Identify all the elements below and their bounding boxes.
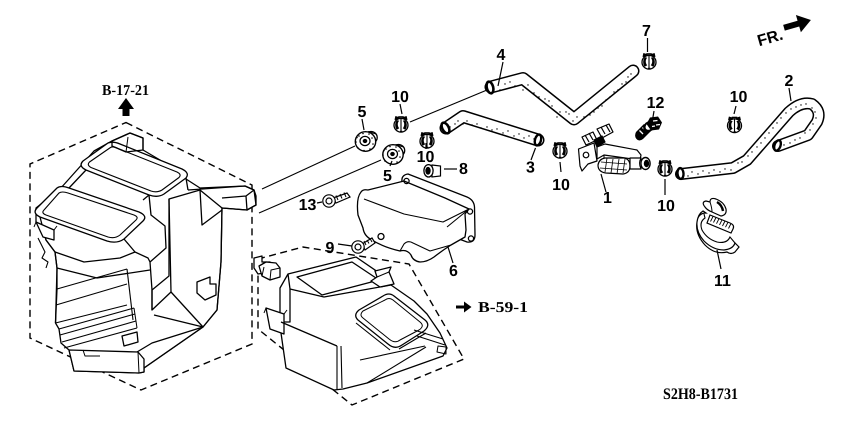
svg-text:7: 7 bbox=[642, 23, 651, 40]
svg-text:6: 6 bbox=[449, 263, 458, 280]
svg-text:10: 10 bbox=[657, 198, 675, 215]
svg-text:10: 10 bbox=[391, 89, 409, 106]
svg-text:8: 8 bbox=[459, 161, 468, 178]
svg-text:5: 5 bbox=[383, 168, 392, 185]
svg-text:9: 9 bbox=[326, 240, 335, 257]
svg-text:4: 4 bbox=[497, 47, 506, 64]
svg-text:1: 1 bbox=[603, 190, 612, 207]
svg-text:FR.: FR. bbox=[756, 27, 785, 50]
svg-text:11: 11 bbox=[714, 273, 731, 290]
svg-text:5: 5 bbox=[358, 104, 367, 121]
svg-text:10: 10 bbox=[417, 149, 435, 166]
svg-text:12: 12 bbox=[647, 95, 665, 112]
svg-text:10: 10 bbox=[552, 177, 570, 194]
svg-text:B-17-21: B-17-21 bbox=[102, 83, 149, 99]
svg-text:3: 3 bbox=[526, 160, 535, 177]
svg-text:B-59-1: B-59-1 bbox=[478, 300, 528, 316]
svg-text:13: 13 bbox=[299, 197, 317, 214]
svg-text:10: 10 bbox=[730, 89, 748, 106]
svg-text:2: 2 bbox=[785, 73, 794, 90]
svg-text:S2H8-B1731: S2H8-B1731 bbox=[663, 386, 738, 403]
